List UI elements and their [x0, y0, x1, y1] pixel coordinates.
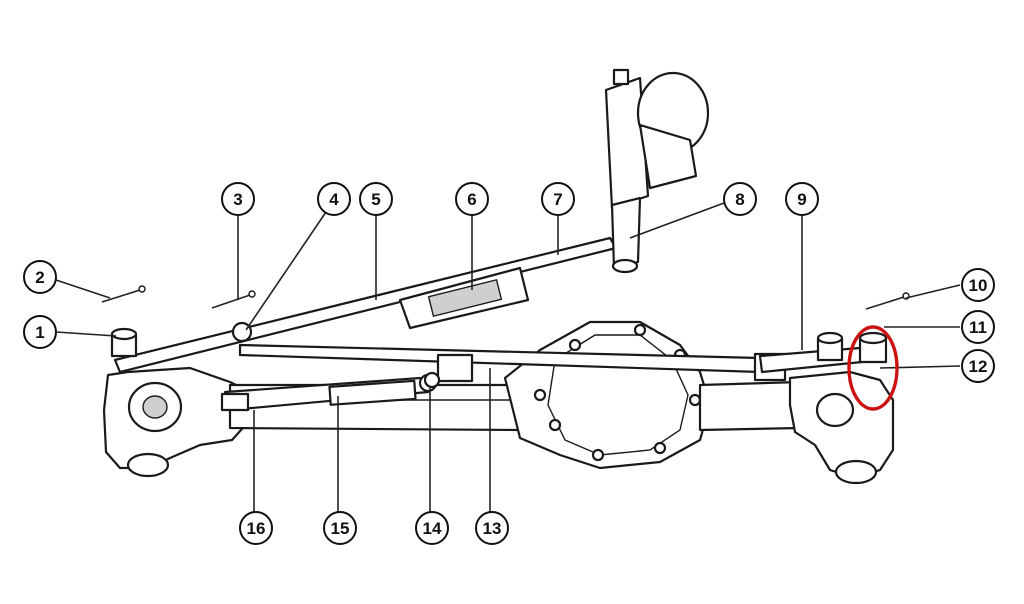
callouts: 1 2 3 4 5 6 7 8 — [23, 182, 995, 545]
right-hub-bore — [815, 392, 855, 428]
tie-rod-ends — [110, 321, 888, 389]
center-castle-nut — [231, 321, 253, 343]
callout-13[interactable]: 13 — [475, 511, 509, 545]
cover-bolt — [548, 418, 562, 432]
callout-16[interactable]: 16 — [239, 511, 273, 545]
callout-4[interactable]: 4 — [317, 182, 351, 216]
leader-lines — [55, 202, 961, 512]
leader-10 — [905, 284, 961, 299]
callout-label: 7 — [553, 190, 562, 209]
left-lower-balljoint — [126, 452, 170, 478]
callout-6[interactable]: 6 — [455, 182, 489, 216]
callout-label: 16 — [247, 519, 266, 538]
callout-9[interactable]: 9 — [785, 182, 819, 216]
drag-link-clamp — [427, 278, 503, 318]
tie-rod-clamp-bolt — [423, 371, 441, 389]
callout-label: 5 — [371, 190, 380, 209]
callout-11[interactable]: 11 — [961, 310, 995, 344]
callout-label: 15 — [331, 519, 350, 538]
right-lower-balljoint — [834, 459, 878, 485]
cover-bolt — [688, 393, 702, 407]
callout-label: 14 — [423, 519, 442, 538]
right-axle-tube — [698, 380, 802, 432]
callout-label: 13 — [483, 519, 502, 538]
callout-7[interactable]: 7 — [541, 182, 575, 216]
cotter-pin-3 — [211, 294, 251, 309]
callout-14[interactable]: 14 — [415, 511, 449, 545]
leader-12 — [879, 365, 961, 369]
callout-15[interactable]: 15 — [323, 511, 357, 545]
tie-rod-clamp — [436, 353, 474, 383]
left-hub-inner — [142, 395, 168, 419]
track-bar — [220, 373, 438, 412]
callout-3[interactable]: 3 — [221, 182, 255, 216]
highlight-ellipse — [847, 325, 899, 411]
callout-1[interactable]: 1 — [23, 315, 57, 349]
cotter-pin-10 — [865, 296, 905, 310]
callout-label: 12 — [969, 357, 988, 376]
cotter-pins — [101, 285, 910, 310]
pitman-arm-nut — [611, 258, 639, 274]
callout-label: 9 — [797, 190, 806, 209]
callout-8[interactable]: 8 — [723, 182, 757, 216]
leader-4 — [245, 211, 327, 331]
cover-bolt — [568, 338, 582, 352]
cover-bolt — [653, 441, 667, 455]
outer-tie-rod-end-top — [858, 331, 888, 345]
callout-label: 1 — [35, 323, 44, 342]
callout-12[interactable]: 12 — [961, 349, 995, 383]
cover-bolt — [533, 388, 547, 402]
steering-gear-plug — [612, 68, 630, 86]
right-link-assembly — [758, 346, 864, 374]
steering-gear-sector — [638, 123, 698, 190]
callout-label: 10 — [969, 276, 988, 295]
callout-2[interactable]: 2 — [23, 260, 57, 294]
right-tie-rod-end-top — [816, 331, 844, 345]
cotter-pin-2 — [101, 289, 141, 303]
track-bar-sleeve — [328, 379, 417, 406]
cover-bolt — [591, 448, 605, 462]
callout-10[interactable]: 10 — [961, 268, 995, 302]
leader-8 — [629, 202, 725, 239]
steering-gear — [604, 68, 710, 274]
track-bar-bracket — [220, 392, 250, 412]
callout-label: 4 — [329, 190, 339, 209]
callout-label: 6 — [467, 190, 476, 209]
cover-bolt — [633, 323, 647, 337]
callout-label: 11 — [969, 318, 987, 337]
cotter-pin-eye — [248, 290, 256, 298]
pitman-arm — [610, 196, 642, 270]
cotter-pin-eye — [902, 292, 910, 300]
left-tie-rod-end-top — [110, 327, 138, 341]
leader-1 — [55, 331, 117, 337]
leader-2 — [55, 279, 111, 299]
right-link-body — [758, 346, 864, 374]
callout-label: 2 — [35, 268, 44, 287]
cotter-pin-eye — [138, 285, 146, 293]
callout-label: 8 — [735, 190, 744, 209]
callout-label: 3 — [233, 190, 242, 209]
callout-5[interactable]: 5 — [359, 182, 393, 216]
